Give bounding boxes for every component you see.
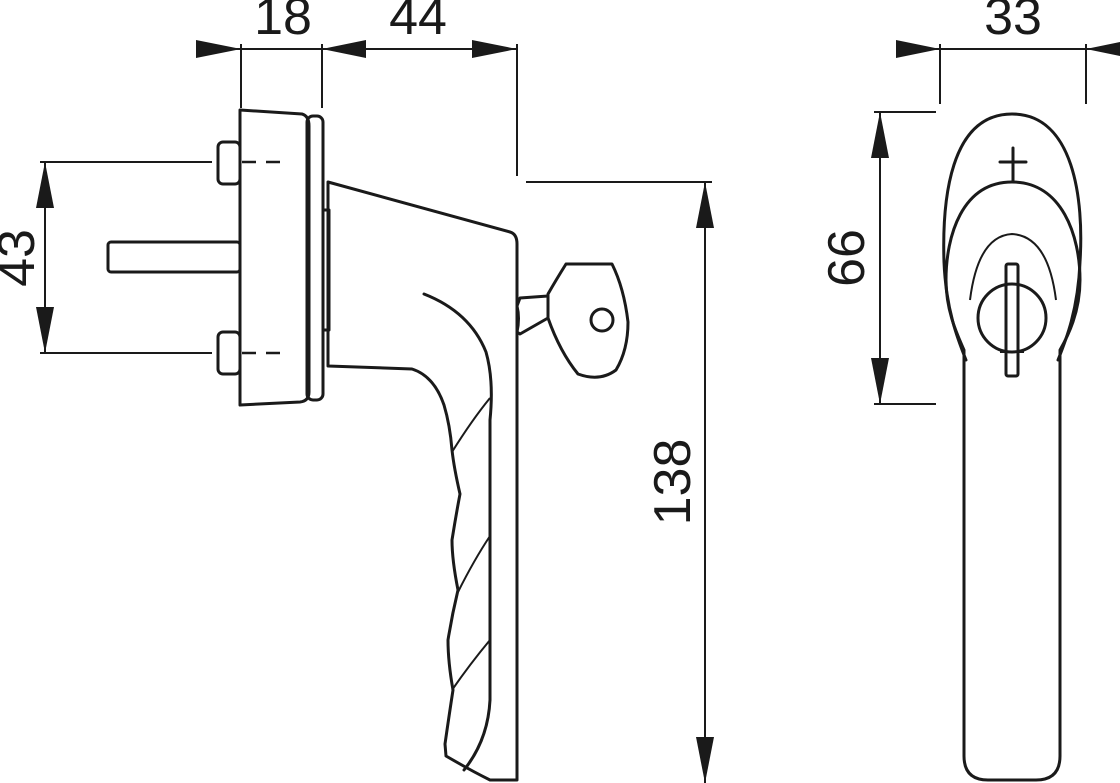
front-view (942, 112, 1083, 782)
arrow (36, 162, 54, 208)
dim-label-44: 44 (389, 0, 447, 46)
front-handle-face (944, 180, 1082, 782)
side-view (106, 108, 630, 782)
front-handle-inner (969, 232, 1057, 301)
arrow (1086, 42, 1120, 56)
handle-grip-contour (422, 292, 493, 772)
key-slot (1004, 262, 1020, 378)
arrow (36, 307, 54, 353)
key (515, 262, 630, 379)
arrow (322, 40, 366, 58)
lock-cylinder (976, 282, 1048, 354)
dim-label-66: 66 (818, 229, 876, 287)
dimension-lines (36, 40, 1120, 783)
rosette-base (238, 108, 311, 407)
dim-label-43: 43 (0, 229, 46, 287)
dim-label-33: 33 (984, 0, 1042, 46)
arrow (696, 737, 714, 783)
arrow (871, 112, 889, 158)
arrow (696, 182, 714, 228)
grip-ridge (451, 397, 491, 453)
dim-label-138: 138 (644, 439, 702, 526)
grip-ridge (451, 639, 491, 691)
handle-body (326, 180, 519, 782)
grip-ridge (457, 535, 491, 593)
spindle (106, 240, 242, 274)
lower-screw (216, 330, 290, 376)
upper-screw (216, 140, 290, 186)
arrow (896, 40, 940, 58)
screw-cover-mark (998, 146, 1028, 184)
arrow (196, 40, 241, 58)
dim-label-18: 18 (254, 0, 312, 46)
arrow (472, 40, 517, 58)
arrow (871, 358, 889, 404)
